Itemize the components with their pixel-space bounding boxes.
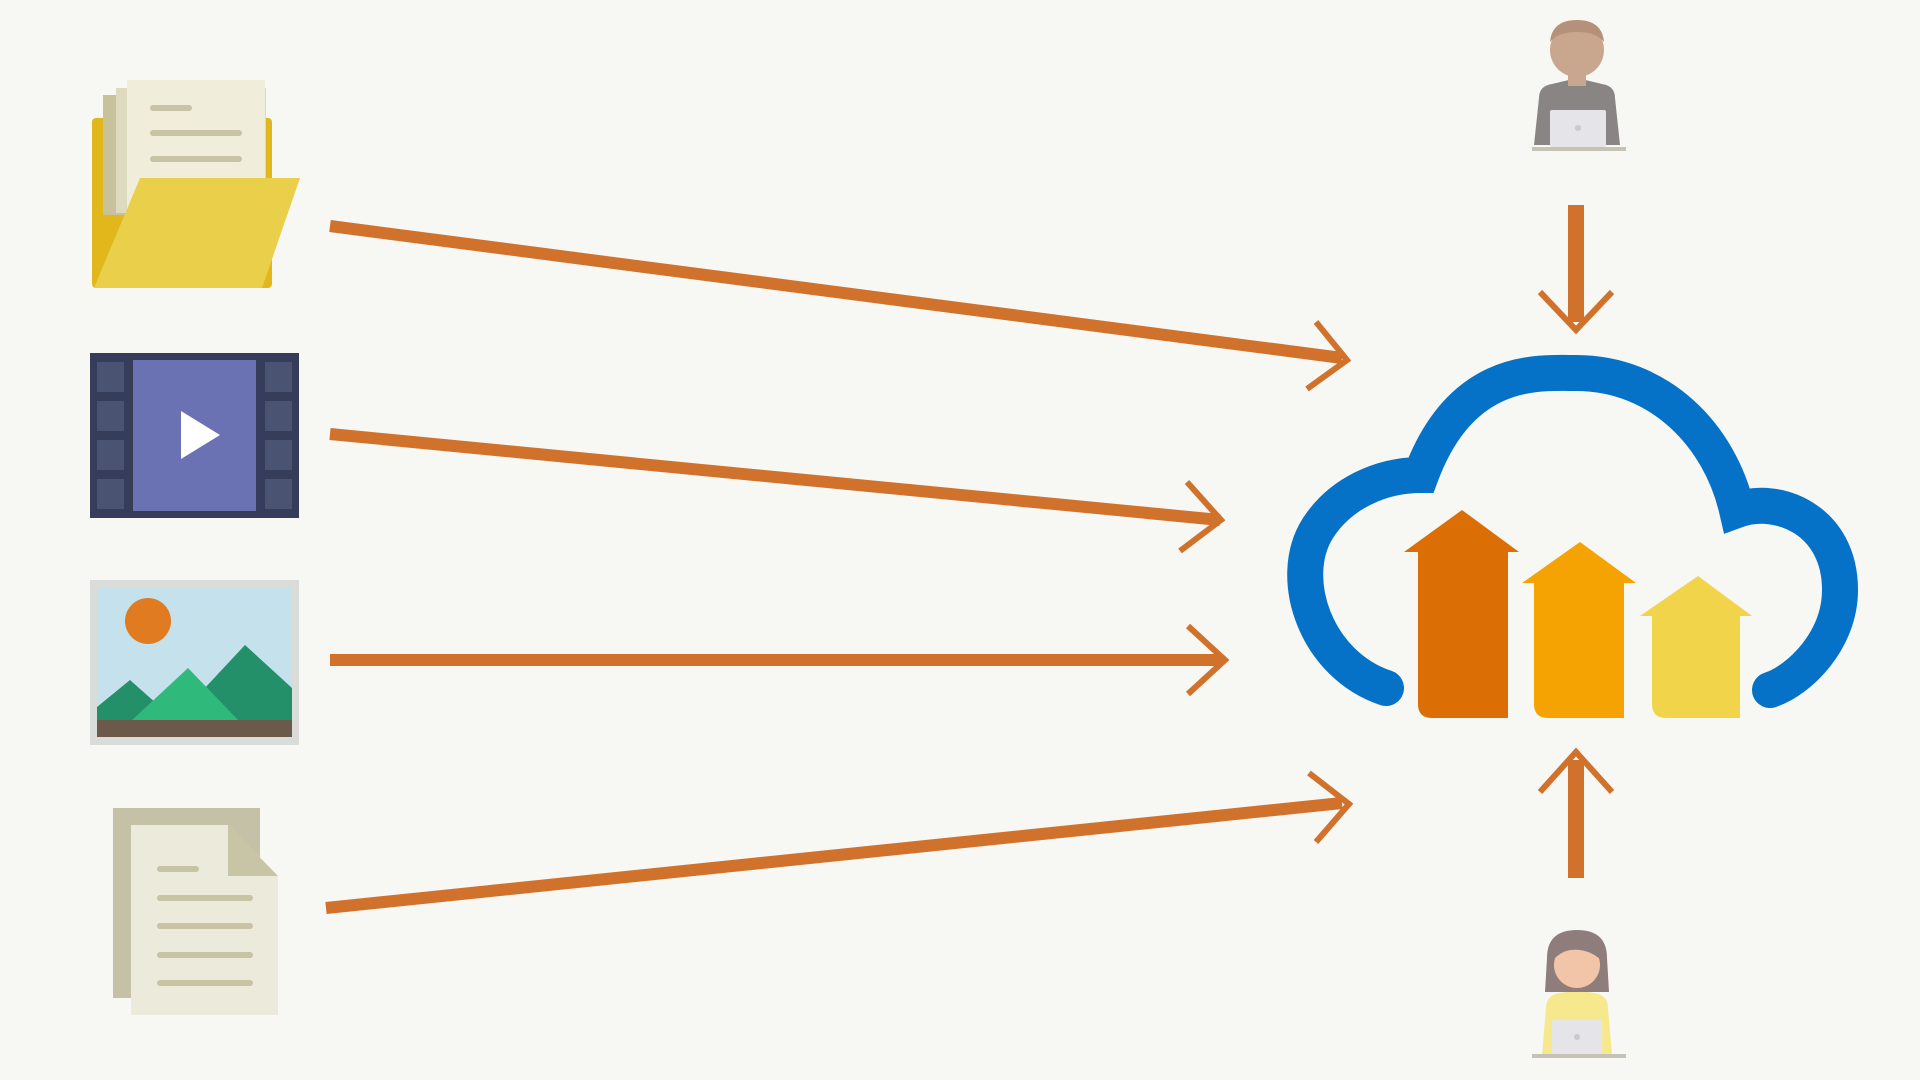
image-file-icon — [90, 580, 299, 745]
sun-icon — [125, 598, 171, 644]
arrow-top-user-to-cloud — [1537, 205, 1615, 335]
document-icon — [113, 808, 278, 1015]
male-user-laptop-icon — [1532, 20, 1626, 151]
video-file-icon — [90, 353, 299, 518]
play-icon — [181, 411, 220, 459]
arrow-folder-to-cloud — [329, 220, 1352, 392]
folder-icon — [92, 80, 300, 288]
arrow-image-to-cloud — [330, 623, 1230, 697]
cloud-outline — [1287, 354, 1859, 708]
arrow-video-to-cloud — [329, 428, 1226, 554]
upload-arrow-light — [1640, 576, 1752, 718]
arrow-bottom-user-to-cloud — [1537, 747, 1615, 878]
cloud-upload-icon — [1287, 354, 1859, 718]
female-user-laptop-icon — [1532, 930, 1626, 1058]
upload-arrow-dark — [1404, 510, 1519, 718]
upload-arrow-mid — [1522, 542, 1636, 718]
arrow-document-to-cloud — [325, 770, 1354, 914]
